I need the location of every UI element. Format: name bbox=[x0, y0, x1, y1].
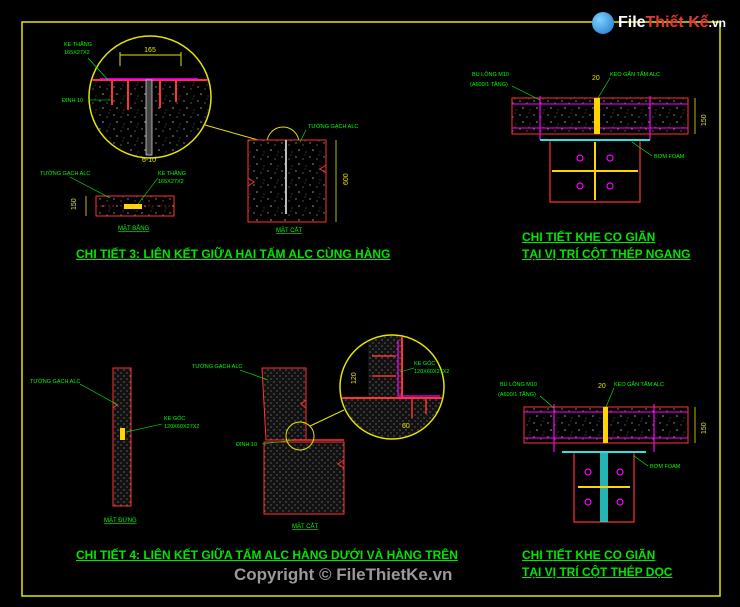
tuong-gach-alc-label-d: TƯỜNG GẠCH ALC bbox=[192, 363, 242, 370]
detail-ngang-title-line2: TẠI VỊ TRÍ CỘT THÉP NGANG bbox=[522, 247, 691, 261]
detail3-section-view bbox=[247, 139, 337, 223]
tuong-gach-alc-label-c: TƯỜNG GẠCH ALC bbox=[30, 378, 80, 385]
detail-doc-title-line2: TẠI VỊ TRÍ CỘT THÉP DỌC bbox=[522, 565, 673, 579]
bu-long-sub-label-a: (A600/1 TẦNG) bbox=[470, 81, 508, 88]
dim-60-label: 60 bbox=[402, 423, 410, 430]
keo-gan-label-a: KEO GẮN TẤM ALC bbox=[610, 70, 660, 78]
detail4-section bbox=[261, 367, 345, 515]
dim-6-10-label: 6-10 bbox=[142, 157, 156, 164]
mat-bang-label: MẶT BẰNG bbox=[118, 224, 150, 232]
ke-goc-size-label-b: 120X60X27X2 bbox=[414, 369, 449, 375]
logo-text: FileThiết Kế.vn bbox=[617, 14, 726, 31]
mat-dung-label: MẶT ĐỨNG bbox=[104, 517, 137, 524]
detail-ngang-drawing bbox=[511, 96, 696, 203]
copyright-watermark: Copyright © FileThietKe.vn bbox=[234, 565, 453, 584]
bu-long-sub-label-b: (A600/1 TẦNG) bbox=[498, 391, 536, 398]
dinh-10-label-b: ĐINH 10 bbox=[236, 442, 257, 448]
ke-goc-label-b: KE GÓC bbox=[414, 360, 435, 367]
mat-cat-label-b: MẶT CẮT bbox=[292, 522, 319, 530]
ke-thang-label: KE THẲNG bbox=[64, 41, 92, 48]
ke-goc-label-a: KE GÓC bbox=[164, 415, 185, 422]
detail-ngang-title-line1: CHI TIẾT KHE CO GIÃN bbox=[522, 230, 656, 244]
tuong-gach-alc-label-a: TƯỜNG GẠCH ALC bbox=[40, 170, 90, 177]
bom-foam-label-a: BƠM FOAM bbox=[654, 154, 685, 160]
detail4-zoom-circle bbox=[339, 334, 445, 440]
ke-thang-size-label-b: 165X27X2 bbox=[158, 179, 184, 185]
detail-doc-drawing bbox=[523, 404, 696, 523]
detail3-zoom-circle bbox=[88, 35, 212, 159]
detail4-title: CHI TIẾT 4: LIÊN KẾT GIỮA TẤM ALC HÀNG D… bbox=[76, 548, 458, 562]
dinh-10-label: ĐINH 10 bbox=[62, 98, 83, 104]
dim-165-label: 165 bbox=[144, 47, 156, 54]
ke-thang-label-b: KE THẲNG bbox=[158, 170, 186, 177]
filethietke-logo: FileThiết Kế.vn bbox=[591, 12, 726, 34]
detail4-elevation bbox=[112, 367, 132, 507]
bom-foam-label-b: BƠM FOAM bbox=[650, 464, 681, 470]
ke-goc-size-label-a: 120X60X27X2 bbox=[164, 424, 199, 430]
detail3-title: CHI TIẾT 3: LIÊN KẾT GIỮA HAI TẤM ALC CÙ… bbox=[76, 247, 391, 261]
dim-150-label-a: 150 bbox=[71, 198, 78, 210]
dim-120-label: 120 bbox=[351, 372, 358, 384]
dim-600-label: 600 bbox=[343, 173, 350, 185]
dim-20-label-a: 20 bbox=[592, 75, 600, 82]
ke-thang-size-label: 165X27X2 bbox=[64, 50, 90, 56]
detail3-plan-view bbox=[85, 195, 175, 217]
keo-gan-label-b: KEO GẮN TẤM ALC bbox=[614, 380, 664, 388]
mat-cat-label-a: MẶT CẮT bbox=[276, 226, 303, 234]
dim-150-label-c: 150 bbox=[701, 422, 708, 434]
detail-doc-title-line1: CHI TIẾT KHE CO GIÃN bbox=[522, 548, 656, 562]
dim-20-label-b: 20 bbox=[598, 383, 606, 390]
dim-150-label-b: 150 bbox=[701, 114, 708, 126]
drawing-frame bbox=[21, 21, 721, 597]
globe-icon bbox=[591, 12, 614, 34]
tuong-gach-alc-label-b: TƯỜNG GẠCH ALC bbox=[308, 123, 358, 130]
bu-long-label-a: BU LÔNG M10 bbox=[472, 71, 509, 78]
bu-long-label-b: BU LÔNG M10 bbox=[500, 381, 537, 388]
